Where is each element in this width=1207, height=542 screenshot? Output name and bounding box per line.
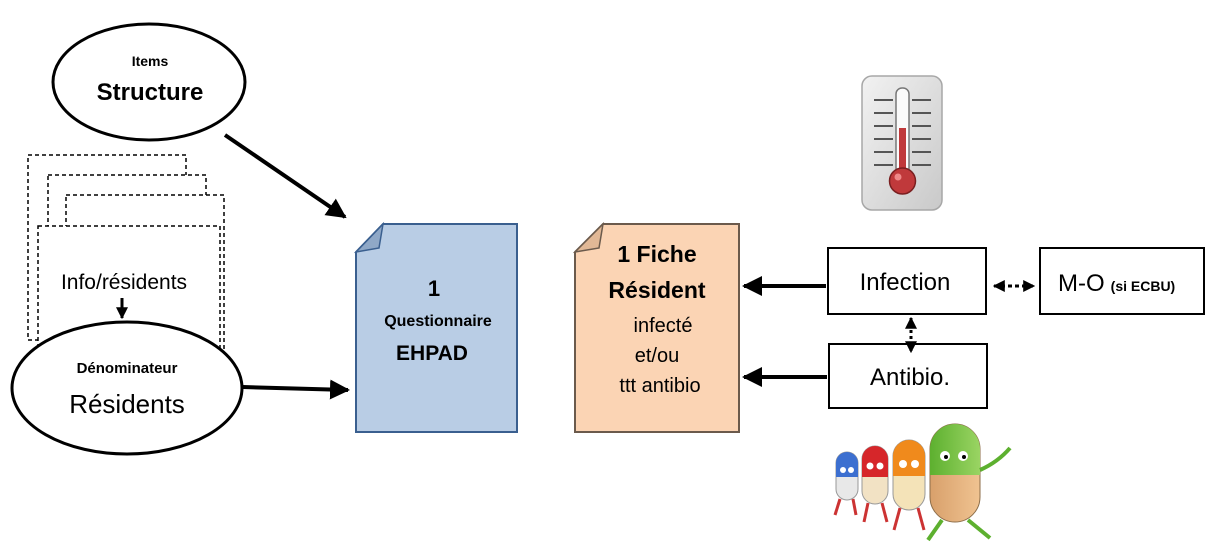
infection-box: Infection (827, 247, 987, 315)
antibio-label: Antibio. (870, 364, 950, 391)
questionnaire-line3: EHPAD (396, 342, 468, 365)
mo-label: M-O(si ECBU) (1058, 270, 1175, 297)
fiche-resident-document: 1 Fiche Résident infecté et/ou ttt antib… (572, 221, 740, 433)
denominator-line2: Résidents (69, 389, 185, 419)
pill-characters-icon (833, 423, 1012, 542)
structure-ellipse: Items Structure (51, 22, 247, 142)
denominator-ellipse: Dénominateur Résidents (10, 320, 244, 456)
fiche-line5: ttt antibio (619, 375, 700, 397)
structure-line2: Structure (97, 79, 204, 106)
structure-line1: Items (132, 53, 169, 69)
infection-label: Infection (860, 269, 951, 296)
mo-box: M-O(si ECBU) (1039, 247, 1205, 315)
arrow-denominator-to-questionnaire (242, 379, 350, 400)
fiche-line2: Résident (608, 277, 705, 303)
questionnaire-line1: 1 (428, 276, 440, 301)
questionnaire-document: 1 Questionnaire EHPAD (353, 221, 518, 433)
questionnaire-line2: Questionnaire (384, 313, 492, 330)
thermometer-icon (861, 75, 943, 211)
fiche-line1: 1 Fiche (617, 241, 696, 267)
fiche-line4: et/ou (635, 345, 679, 367)
denominator-line1: Dénominateur (77, 360, 178, 377)
arrow-structure-to-questionnaire (223, 133, 347, 219)
antibio-box: Antibio. (828, 343, 988, 409)
fiche-line3: infecté (634, 315, 693, 337)
info-residents-label: Info/résidents (61, 271, 187, 294)
